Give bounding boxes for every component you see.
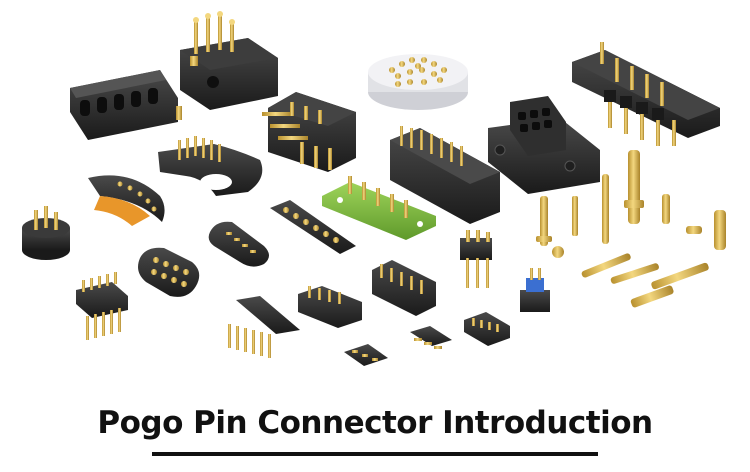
connector-right-angle-5pin — [76, 272, 128, 340]
connector-arc-flex — [88, 175, 165, 226]
connector-round-3pin — [22, 206, 70, 260]
connector-5pin-block — [372, 260, 436, 316]
connector-d-sub — [488, 96, 600, 194]
connector-housing-5-hole — [70, 70, 182, 140]
connector-small-6pin — [464, 312, 510, 346]
round-connector-white — [368, 54, 468, 110]
connector-oval-two-row — [138, 247, 200, 297]
connector-long-strip — [270, 200, 356, 254]
connector-small-header-blue — [520, 268, 550, 312]
title-underline — [152, 452, 598, 456]
pcb-green-with-pins — [322, 176, 436, 240]
connector-block-vertical-pins — [180, 11, 278, 110]
connector-double-row-header — [262, 92, 356, 172]
connector-vertical-2pin — [460, 230, 492, 288]
connector-smd-long — [228, 296, 300, 358]
connector-small-3pin — [344, 344, 388, 366]
connector-small-spring — [410, 326, 452, 349]
connector-right-angle-housing — [390, 126, 500, 224]
connector-strip-long-pins — [572, 42, 720, 146]
product-collage — [22, 11, 726, 366]
page-title: Pogo Pin Connector Introduction — [97, 405, 653, 441]
connector-ring-bracket — [158, 136, 263, 196]
connector-oval-magnetic — [208, 221, 269, 267]
connector-smd-block — [298, 286, 362, 328]
pogo-pins-loose — [536, 150, 726, 308]
